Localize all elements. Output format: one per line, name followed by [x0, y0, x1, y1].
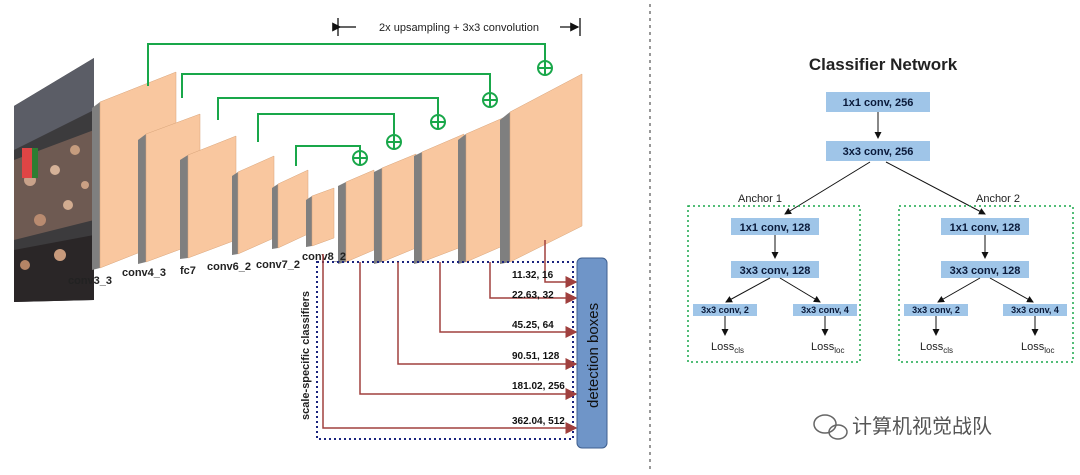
classifier-region: [316, 261, 574, 440]
output-scale-3: 45.25, 64: [512, 320, 554, 331]
upsampled-block-5: [500, 73, 583, 264]
watermark-text: 计算机视觉战队: [852, 414, 992, 438]
anchor1-box-1x1-label: 1x1 conv, 128: [740, 222, 811, 234]
skip-connections: [147, 43, 546, 166]
classifier-side-label: scale-specific classifiers: [300, 291, 312, 420]
anchor2-head-loc: [1003, 304, 1067, 316]
output-scale-2: 22.63, 32: [512, 290, 554, 301]
upsampling-label: 2x upsampling + 3x3 convolution: [379, 22, 539, 34]
detection-boxes-label: detection boxes: [585, 303, 602, 408]
anchor2-loss-cls: Losscls: [920, 341, 953, 355]
box-1x1-256: [826, 92, 930, 112]
layer-label-conv4_3: conv4_3: [122, 267, 166, 279]
layer-label-conv8_2: conv8_2: [302, 251, 346, 263]
input-image: [14, 58, 94, 302]
layer-label-conv6_2: conv6_2: [207, 261, 251, 273]
box-1x1-256-label: 1x1 conv, 256: [843, 97, 914, 109]
output-scale-4: 90.51, 128: [512, 351, 560, 362]
anchor2-box-1x1-label: 1x1 conv, 128: [950, 222, 1021, 234]
anchor2-head-cls: [904, 304, 968, 316]
anchor2-region: [898, 205, 1074, 363]
layer-label-conv3_3: conv3_3: [68, 275, 112, 287]
elementwise-sum-icons: [352, 60, 553, 166]
anchor1-arrow-loc: [779, 277, 821, 303]
box-3x3-256: [826, 141, 930, 161]
output-scale-6: 362.04, 512: [512, 416, 565, 427]
anchor1-loss-loc: Lossloc: [811, 341, 844, 355]
anchor1-label: Anchor 1: [738, 193, 782, 205]
anchor1-loss-cls: Losscls: [711, 341, 744, 355]
anchor1-box-1x1: [731, 218, 819, 235]
detection-boxes-block: [576, 257, 608, 449]
anchor1-head-cls-label: 3x3 conv, 2: [701, 305, 749, 315]
anchor1-box-3x3-label: 3x3 conv, 128: [740, 265, 811, 277]
output-arrows: [322, 240, 578, 434]
anchor2-loss-loc: Lossloc: [1021, 341, 1054, 355]
anchor1-head-loc: [793, 304, 857, 316]
layer-label-conv7_2: conv7_2: [256, 259, 300, 271]
anchor1-arrow-cls: [725, 277, 771, 303]
feature-block-conv7_2: [272, 169, 309, 249]
arrow-to-anchor2: [885, 161, 986, 215]
anchor2-box-1x1: [941, 218, 1029, 235]
upsampled-block-3: [414, 133, 465, 264]
anchor2-arrow-cls: [937, 277, 981, 303]
anchor2-box-3x3-label: 3x3 conv, 128: [950, 265, 1021, 277]
layer-label-fc7: fc7: [180, 265, 196, 277]
output-scale-1: 11.32, 16: [512, 270, 554, 281]
arrow-to-anchor1: [784, 161, 871, 215]
anchor1-head-cls: [693, 304, 757, 316]
output-scale-5: 181.02, 256: [512, 381, 565, 392]
box-3x3-256-label: 3x3 conv, 256: [843, 146, 914, 158]
anchor1-region: [687, 205, 861, 363]
wechat-logo-icon: [813, 414, 848, 440]
anchor2-box-3x3: [941, 261, 1029, 278]
feature-block-conv6_2: [232, 155, 275, 255]
upsampled-block-1: [338, 169, 375, 264]
anchor2-label: Anchor 2: [976, 193, 1020, 205]
anchor1-box-3x3: [731, 261, 819, 278]
upsampled-block-2: [374, 153, 417, 264]
classifier-title: Classifier Network: [809, 55, 958, 74]
anchor1-head-loc-label: 3x3 conv, 4: [801, 305, 849, 315]
anchor2-head-loc-label: 3x3 conv, 4: [1011, 305, 1059, 315]
anchor2-head-cls-label: 3x3 conv, 2: [912, 305, 960, 315]
anchor2-arrow-loc: [989, 277, 1034, 303]
upsampling-bracket: [332, 18, 581, 36]
feature-block-conv8_2: [306, 187, 335, 247]
